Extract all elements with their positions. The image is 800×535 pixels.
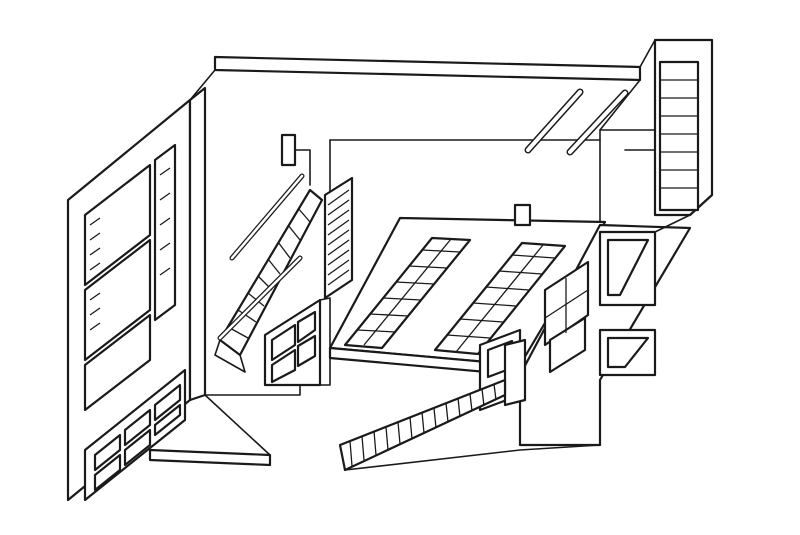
left-facade-louvres bbox=[89, 167, 171, 331]
right-block-window-lower bbox=[548, 316, 587, 374]
right-open-frames bbox=[598, 214, 691, 377]
interior-staircase bbox=[214, 173, 324, 373]
left-facade-windows bbox=[83, 143, 187, 502]
exterior-stair-steps bbox=[349, 383, 497, 467]
ceiling-tubes bbox=[524, 88, 629, 156]
lower-entry-unit bbox=[478, 328, 527, 412]
roof-vent bbox=[280, 133, 311, 186]
tower-window-panes bbox=[660, 79, 698, 189]
central-slab-panels bbox=[343, 236, 567, 356]
stair-treads bbox=[227, 207, 311, 339]
central-post bbox=[513, 203, 532, 227]
center-louvred-partition bbox=[323, 176, 354, 300]
tower-window-frame bbox=[658, 60, 700, 212]
right-tower bbox=[599, 38, 714, 217]
panel-grid-right bbox=[446, 244, 556, 353]
lower-center-wall bbox=[263, 297, 331, 387]
exterior-stair bbox=[338, 378, 507, 472]
back-wall-top-rim bbox=[189, 55, 642, 226]
panel-grid-left bbox=[356, 238, 461, 346]
floor-slab bbox=[148, 394, 272, 467]
ground-line bbox=[344, 444, 601, 471]
